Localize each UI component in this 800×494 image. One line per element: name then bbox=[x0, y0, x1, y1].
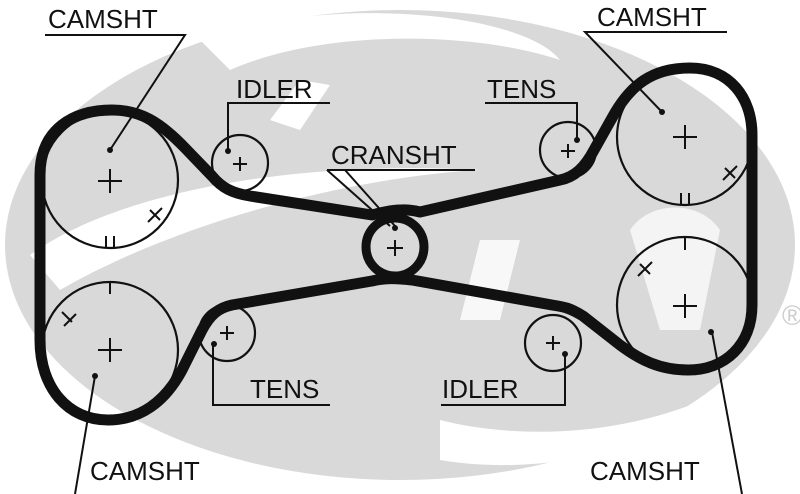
label-camshaft-bottom-left: CAMSHT bbox=[90, 456, 200, 486]
timing-belt bbox=[34, 62, 758, 426]
label-crankshaft: CRANSHT bbox=[331, 140, 457, 170]
idler-pulley-bottom bbox=[523, 313, 583, 373]
gates-logo-watermark bbox=[5, 10, 795, 480]
label-idler-bottom: IDLER bbox=[442, 374, 519, 404]
label-tensioner-top: TENS bbox=[487, 74, 556, 104]
registered-mark: ® bbox=[782, 300, 800, 331]
label-camshaft-top-right: CAMSHT bbox=[597, 2, 707, 32]
label-tensioner-bottom: TENS bbox=[250, 374, 319, 404]
label-camshaft-bottom-right: CAMSHT bbox=[590, 456, 700, 486]
label-camshaft-top-left: CAMSHT bbox=[48, 4, 158, 34]
label-idler-top: IDLER bbox=[236, 74, 313, 104]
leader-lines bbox=[45, 31, 743, 494]
